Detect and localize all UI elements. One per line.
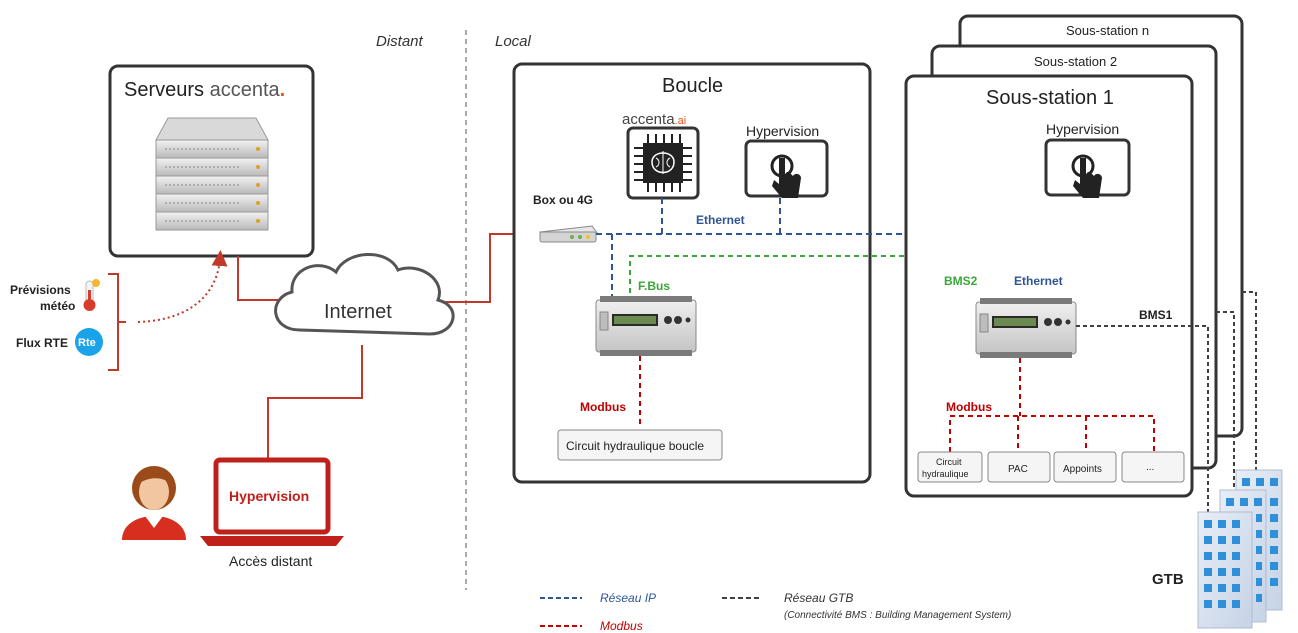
internet-cloud-icon [274,253,455,336]
circuit-boucle-label: Circuit hydraulique boucle [566,439,704,453]
device-circuit-line2: hydraulique [922,469,969,479]
zone-distant-label: Distant [376,33,424,50]
bms1-label: BMS1 [1139,308,1173,322]
modbus-bus-substation [949,415,1155,452]
device-more: ... [1121,451,1185,483]
substation-ethernet-label: Ethernet [1014,274,1063,288]
accenta-brand: accenta [210,79,281,101]
device-appoints-label: Appoints [1063,464,1102,475]
inputs-brace [108,273,126,371]
rte-logo-text: Rte [78,337,96,349]
substation-hypervision-label: Hypervision [1046,121,1119,137]
substation-2-title: Sous-station 2 [1034,54,1117,69]
gtb-label: GTB [1152,571,1184,588]
user-avatar-icon [122,466,186,540]
svg-text:Serveurs accenta.: Serveurs accenta. [124,79,285,101]
accenta-brand-dot: . [280,79,286,101]
servers-title: Serveurs [124,79,204,101]
gtb-buildings-icon [1197,469,1283,629]
boucle-modbus-label: Modbus [580,400,626,414]
accenta-ai-logo: accenta [622,111,675,128]
bms2-label: BMS2 [944,274,978,288]
laptop-screen-label: Hypervision [229,488,309,504]
boucle-title: Boucle [662,75,723,97]
fbus-label: F.Bus [638,279,670,293]
legend-gtb-detail: (Connectivité BMS : Building Management … [784,610,1011,621]
meteo-label-line1: Prévisions [10,283,71,297]
remote-access-caption: Accès distant [229,553,312,569]
link-internet-laptop [267,345,363,462]
device-circuit: Circuit hydraulique [917,451,983,483]
device-pac: PAC [987,451,1051,483]
ai-chip-icon [626,126,700,200]
router-label: Box ou 4G [533,193,593,207]
router-icon [539,225,599,243]
legend-gtb-label: Réseau GTB [784,591,853,605]
touch-screen-icon [744,139,829,198]
bms-line-2 [1216,311,1235,496]
boucle-hypervision-label: Hypervision [746,123,819,139]
zone-local-label: Local [495,33,532,50]
meteo-label-line2: météo [40,299,75,313]
svg-text:accenta.ai: accenta.ai [622,111,686,128]
substation-touch-screen-icon [1044,138,1131,198]
boucle-ethernet-label: Ethernet [696,213,745,227]
substation-n-title: Sous-station n [1066,23,1149,38]
substation-modbus-label: Modbus [946,400,992,414]
bms-line-n [1242,291,1257,532]
server-rack-icon [155,117,269,231]
substation-1-title: Sous-station 1 [986,87,1114,109]
device-pac-label: PAC [1008,464,1028,475]
rte-label: Flux RTE [16,336,68,350]
device-appoints: Appoints [1053,451,1117,483]
legend-modbus-label: Modbus [600,619,643,633]
bms1-line [1076,325,1209,512]
link-inputs-servers [137,250,228,323]
substation-plc-icon [975,298,1077,358]
thermometer-icon [83,279,100,311]
accenta-ai-suffix: .ai [675,115,687,127]
internet-label: Internet [324,301,392,323]
laptop-icon [200,457,344,546]
legend-ip-label: Réseau IP [600,591,656,605]
plc-controller-icon [595,296,697,356]
rte-logo-icon: Rte [75,328,103,356]
device-circuit-line1: Circuit [936,457,962,467]
device-more-label: ... [1146,462,1154,473]
circuit-boucle-box [557,429,723,461]
